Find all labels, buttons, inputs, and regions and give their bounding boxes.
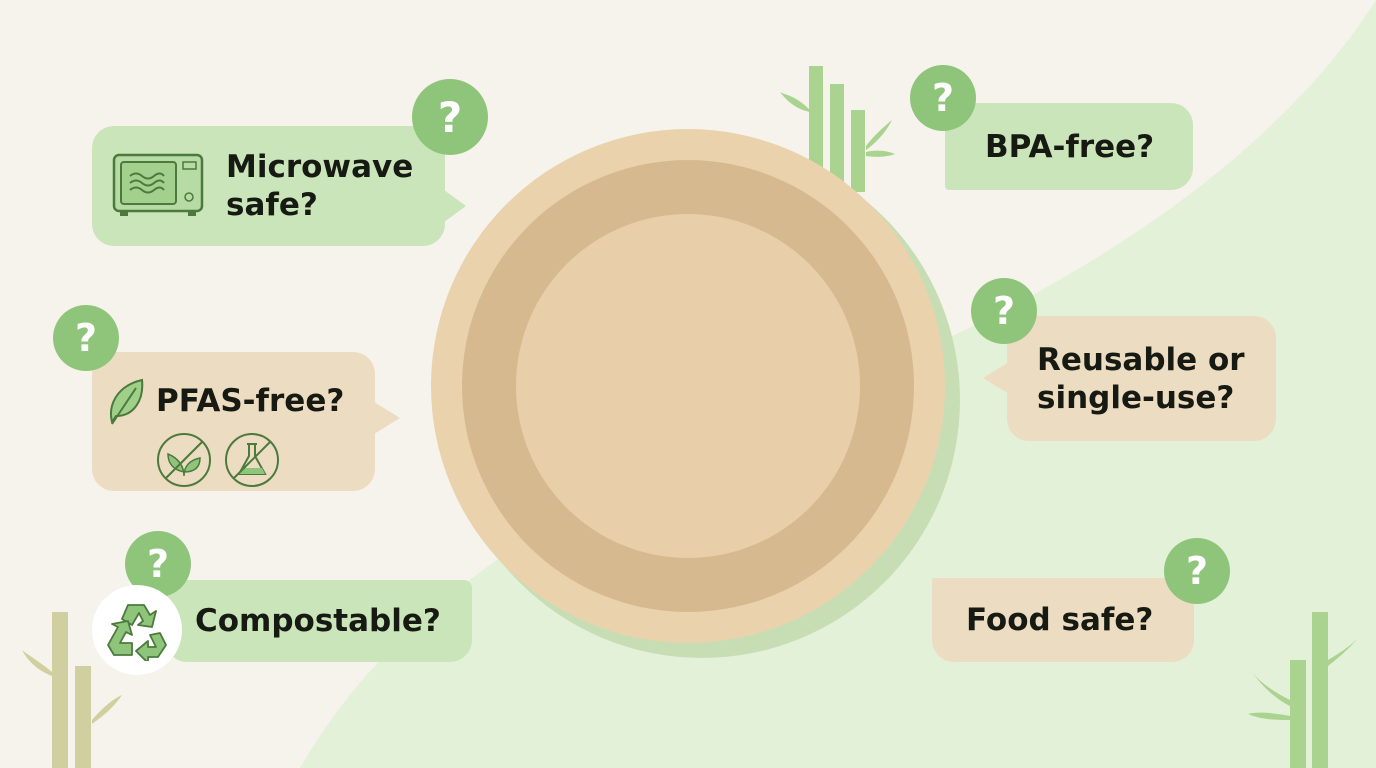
- no-plant-icon: [157, 433, 211, 487]
- reusable-label: Reusable or single-use?: [1037, 341, 1245, 416]
- recycle-icon: [107, 604, 167, 661]
- bubble-tail: [374, 402, 400, 434]
- bamboo-icon: [1248, 612, 1360, 768]
- compostable-label: Compostable?: [195, 603, 441, 639]
- question-icon: ?: [53, 305, 119, 371]
- food-safe-label: Food safe?: [966, 602, 1154, 638]
- bamboo-icon: [22, 612, 122, 768]
- compostable-bubble: Compostable?: [165, 580, 472, 662]
- leaf-icon: [110, 378, 144, 425]
- microwave-icon: [112, 153, 204, 216]
- food-safe-bubble: Food safe?: [932, 578, 1194, 662]
- recycle-badge: [92, 585, 182, 675]
- pfas-free-label: PFAS-free?: [156, 383, 345, 419]
- bubble-tail: [444, 190, 466, 222]
- bpa-free-bubble: BPA-free?: [945, 103, 1193, 190]
- bubble-tail: [983, 362, 1009, 394]
- pfas-free-bubble: PFAS-free?: [92, 352, 375, 491]
- reusable-bubble: Reusable or single-use?: [1007, 316, 1276, 441]
- question-icon: ?: [412, 79, 488, 155]
- question-icon: ?: [910, 65, 976, 131]
- microwave-safe-bubble: Microwave safe?: [92, 126, 445, 246]
- microwave-safe-label: Microwave safe?: [226, 149, 414, 223]
- question-icon: ?: [971, 278, 1037, 344]
- bpa-free-label: BPA-free?: [985, 128, 1155, 165]
- question-icon: ?: [1164, 538, 1230, 604]
- question-icon: ?: [125, 531, 191, 597]
- no-chemical-icon: [225, 433, 279, 487]
- bamboo-icon: [780, 66, 895, 192]
- plate-icon: [431, 129, 960, 658]
